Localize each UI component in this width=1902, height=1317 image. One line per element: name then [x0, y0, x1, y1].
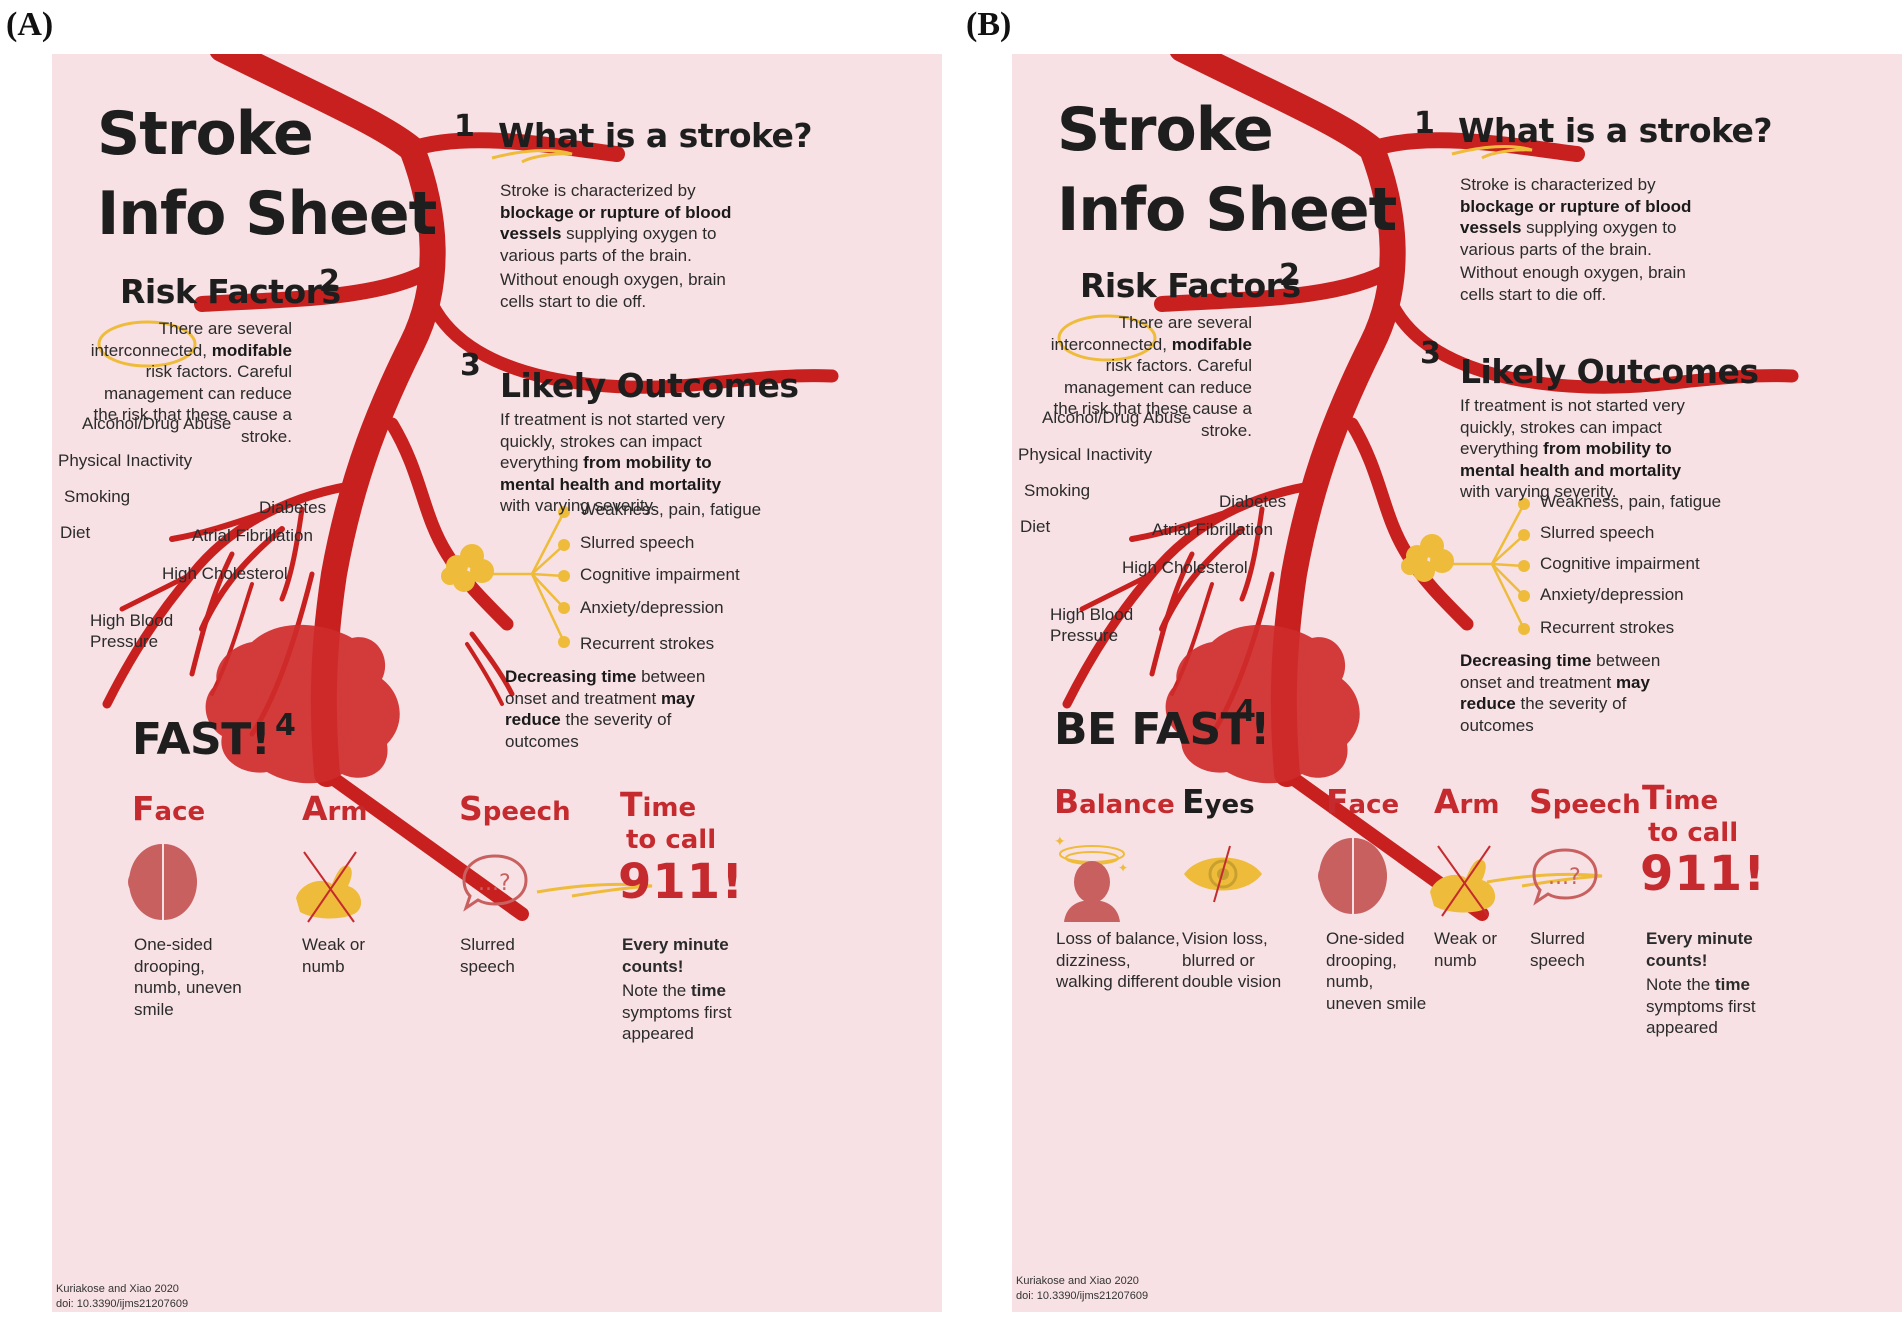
outcome-item: Anxiety/depression — [580, 598, 724, 617]
outcome-item: Recurrent strokes — [580, 634, 715, 653]
risk-factors-heading: Risk Factors — [120, 272, 341, 311]
what-is-stroke-heading: What is a stroke? — [1458, 111, 1773, 150]
risk-cholesterol: High Cholesterol — [162, 564, 288, 583]
svg-text:✦: ✦ — [1054, 834, 1066, 850]
citation: Kuriakose and Xiao 2020 doi: 10.3390/ijm… — [56, 1283, 189, 1310]
likely-outcomes-text: If treatment is not started very quickly… — [500, 410, 725, 515]
emergency-number: 911! — [618, 854, 745, 910]
face-caption: One-sided drooping, numb, uneven smile — [134, 935, 242, 1019]
fast-speech-label: Speech — [459, 789, 571, 828]
stroke-bleed-illustration — [205, 624, 400, 784]
oxygen-text: Without enough oxygen, brain cells start… — [500, 270, 726, 311]
fast-heading: FAST! — [132, 714, 271, 765]
panel-label-b: (B) — [966, 6, 1012, 43]
section-number-1: 1 — [1414, 106, 1435, 141]
time-caption: Every minute counts! Note the time sympt… — [622, 935, 732, 1043]
face-icon — [1318, 836, 1387, 918]
outcome-item: Cognitive impairment — [1540, 554, 1700, 573]
risk-diabetes: Diabetes — [259, 498, 327, 517]
face-icon — [128, 842, 197, 924]
fast-face-label: Face — [1326, 782, 1400, 821]
decreasing-time-text: Decreasing time between onset and treatm… — [505, 667, 706, 751]
likely-outcomes-heading: Likely Outcomes — [500, 366, 799, 405]
fast-eyes-label: Eyes — [1182, 782, 1255, 821]
time-caption: Every minute counts! Note the time sympt… — [1646, 929, 1756, 1037]
risk-diet: Diet — [60, 523, 91, 542]
fast-time-label: Time to call — [1642, 778, 1739, 848]
fast-arm-label: Arm — [302, 789, 368, 828]
section-number-4: 4 — [275, 708, 296, 743]
risk-cholesterol: High Cholesterol — [1122, 558, 1248, 577]
what-is-stroke-text: Stroke is characterized by blockage or r… — [500, 181, 732, 265]
section-number-2: 2 — [1279, 258, 1300, 293]
outcome-item: Slurred speech — [1540, 523, 1655, 542]
risk-smoking: Smoking — [64, 487, 131, 506]
emergency-number: 911! — [1640, 846, 1767, 902]
section-number-1: 1 — [454, 109, 475, 144]
fast-heading: BE FAST! — [1054, 704, 1270, 755]
eye-icon — [1184, 845, 1262, 903]
fast-speech-label: Speech — [1529, 782, 1641, 821]
fast-balance-label: Balance — [1054, 782, 1175, 821]
section-number-3: 3 — [1420, 336, 1441, 371]
arm-icon — [296, 851, 362, 923]
likely-outcomes-text: If treatment is not started very quickly… — [1460, 396, 1685, 501]
arm-icon — [1430, 845, 1496, 917]
eyes-caption: Vision loss, blurred or double vision — [1182, 929, 1282, 991]
outcome-item: Cognitive impairment — [580, 565, 740, 584]
citation: Kuriakose and Xiao 2020 doi: 10.3390/ijm… — [1016, 1275, 1149, 1302]
what-is-stroke-text: Stroke is characterized by blockage or r… — [1460, 175, 1692, 259]
speech-bubble-icon: ...? — [462, 854, 528, 912]
page-title: Stroke Info Sheet — [97, 99, 437, 249]
svg-text:✦: ✦ — [1118, 861, 1128, 875]
fast-arm-label: Arm — [1434, 782, 1500, 821]
speech-caption: Slurred speech — [460, 935, 515, 976]
outcome-item: Weakness, pain, fatigue — [1540, 492, 1722, 511]
page-title: Stroke Info Sheet — [1057, 95, 1397, 245]
risk-inactivity: Physical Inactivity — [58, 451, 193, 470]
speech-caption: Slurred speech — [1530, 929, 1585, 970]
risk-afib: Atrial Fibrillation — [192, 526, 313, 545]
face-caption: One-sided drooping, numb, uneven smile — [1326, 929, 1427, 1013]
section-number-4: 4 — [1235, 694, 1256, 729]
svg-text:...?: ...? — [478, 871, 511, 896]
dizzy-head-icon: ✦ ✦ — [1054, 834, 1128, 922]
risk-alcohol: Alcohol/Drug Abuse — [1042, 408, 1192, 427]
decreasing-time-text: Decreasing time between onset and treatm… — [1460, 651, 1661, 735]
panel-label-a: (A) — [6, 6, 54, 43]
risk-afib: Atrial Fibrillation — [1152, 520, 1273, 539]
fast-time-label: Time to call — [620, 785, 717, 855]
blood-vessel-illustration — [97, 54, 839, 921]
likely-outcomes-heading: Likely Outcomes — [1460, 352, 1759, 391]
speech-bubble-icon: ...? — [1532, 848, 1598, 906]
risk-smoking: Smoking — [1024, 481, 1091, 500]
risk-blood-pressure: High Blood Pressure — [90, 611, 174, 651]
risk-alcohol: Alcohol/Drug Abuse — [82, 414, 232, 433]
svg-text:...?: ...? — [1548, 865, 1581, 890]
risk-factors-text: There are several interconnected, modifa… — [1050, 313, 1252, 440]
risk-diet: Diet — [1020, 517, 1051, 536]
arm-caption: Weak or numb — [302, 935, 365, 976]
what-is-stroke-heading: What is a stroke? — [498, 116, 813, 155]
section-number-3: 3 — [460, 348, 481, 383]
section-number-2: 2 — [319, 264, 340, 299]
blood-vessel-illustration — [1057, 54, 1799, 921]
risk-factors-text: There are several interconnected, modifa… — [90, 319, 292, 446]
risk-diabetes: Diabetes — [1219, 492, 1287, 511]
risk-factors-heading: Risk Factors — [1080, 266, 1301, 305]
outcome-item: Weakness, pain, fatigue — [580, 500, 762, 519]
outcome-item: Recurrent strokes — [1540, 618, 1675, 637]
balance-caption: Loss of balance, dizziness, walking diff… — [1056, 929, 1180, 991]
arm-caption: Weak or numb — [1434, 929, 1497, 970]
info-sheet-b: Stroke Info Sheet 1 2 3 4 What is a stro… — [1012, 54, 1902, 1312]
outcome-item: Anxiety/depression — [1540, 585, 1684, 604]
risk-inactivity: Physical Inactivity — [1018, 445, 1153, 464]
outcome-item: Slurred speech — [580, 533, 695, 552]
info-sheet-a: Stroke Info Sheet 1 2 3 4 What is a stro… — [52, 54, 942, 1312]
stroke-bleed-illustration — [1165, 624, 1360, 784]
fast-face-label: Face — [132, 789, 206, 828]
oxygen-text: Without enough oxygen, brain cells start… — [1460, 263, 1686, 304]
risk-blood-pressure: High Blood Pressure — [1050, 605, 1134, 645]
